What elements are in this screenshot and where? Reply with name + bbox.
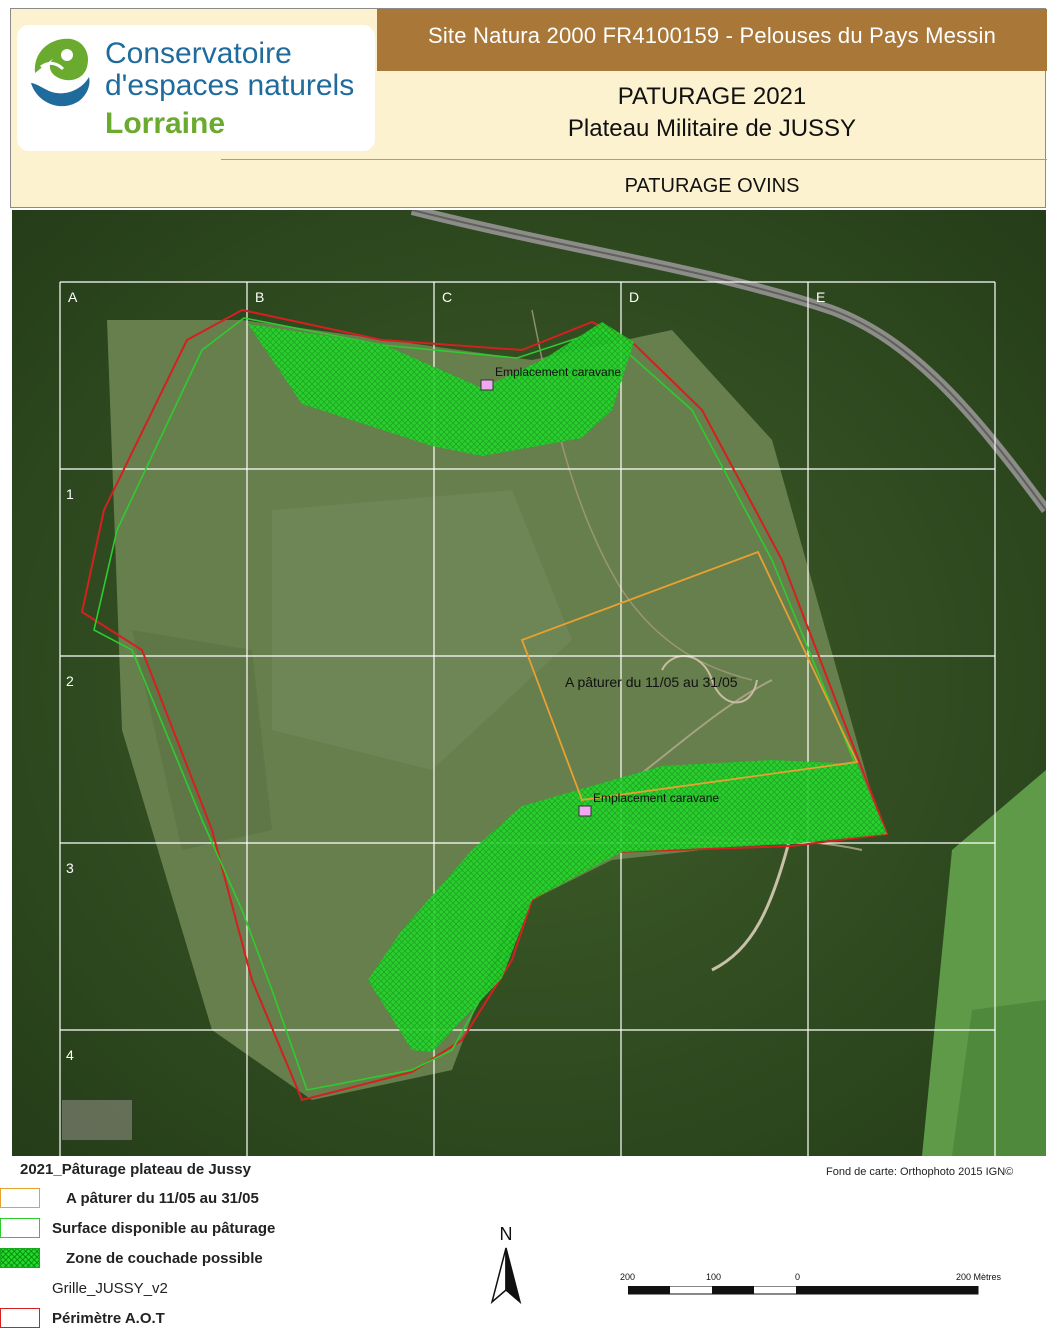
legend-label: Périmètre A.O.T bbox=[52, 1310, 165, 1327]
legend-label: A pâturer du 11/05 au 31/05 bbox=[66, 1190, 259, 1207]
grid-column-label: A bbox=[68, 289, 78, 305]
logo-text-line2: d'espaces naturels bbox=[105, 69, 355, 102]
logo-text-line3: Lorraine bbox=[105, 107, 226, 140]
grid-column-label: D bbox=[629, 289, 639, 305]
logo-emblem-icon bbox=[31, 38, 90, 107]
scale-label: 100 bbox=[706, 1272, 722, 1282]
grid-column-label: B bbox=[255, 289, 264, 305]
organization-logo: Conservatoire d'espaces naturels Lorrain… bbox=[17, 25, 375, 151]
grid-row-label: 2 bbox=[66, 673, 74, 689]
map-credit: Fond de carte: Orthophoto 2015 IGN© bbox=[826, 1166, 1014, 1178]
north-arrow-icon bbox=[490, 1247, 522, 1305]
north-arrow-label: N bbox=[499, 1224, 513, 1244]
scale-bar: 200 100 0 200 Mètres bbox=[618, 1270, 1038, 1300]
scale-bar-graphic bbox=[628, 1286, 979, 1295]
map-title: PATURAGE 2021 bbox=[617, 83, 807, 110]
resting-zone-south bbox=[368, 760, 887, 1052]
legend-item-grid: Grille_JUSSY_v2 bbox=[0, 1278, 320, 1300]
paddock-label: A pâturer du 11/05 au 31/05 bbox=[565, 674, 738, 690]
grid-row-label: 4 bbox=[66, 1047, 74, 1063]
caravan-label-north: Emplacement caravane bbox=[495, 365, 621, 379]
legend-item-available-surface: Surface disponible au pâturage bbox=[0, 1218, 320, 1240]
map-header: Site Natura 2000 FR4100159 - Pelouses du… bbox=[10, 8, 1047, 208]
caravan-site-south bbox=[578, 805, 592, 817]
map-frame: A B C D E 1 2 3 4 Emplacement caravane Emplaceme… bbox=[12, 210, 1046, 1156]
scale-label: 0 bbox=[795, 1272, 801, 1282]
legend-label: Grille_JUSSY_v2 bbox=[52, 1280, 168, 1297]
legend-title: 2021_Pâturage plateau de Jussy bbox=[20, 1161, 251, 1178]
grazing-paddock bbox=[520, 550, 859, 801]
legend-swatch-red bbox=[0, 1308, 40, 1328]
legend-swatch-green bbox=[0, 1218, 40, 1238]
site-title-bar: Site Natura 2000 FR4100159 - Pelouses du… bbox=[377, 9, 1047, 71]
legend-item-perimeter: Périmètre A.O.T bbox=[0, 1308, 320, 1330]
grid-column-label: C bbox=[442, 289, 452, 305]
legend-item-resting-zone: Zone de couchade possible bbox=[0, 1248, 320, 1270]
resting-zone-north bbox=[248, 322, 634, 456]
available-surface bbox=[93, 317, 884, 1091]
scale-label: 200 bbox=[620, 1272, 636, 1282]
legend-swatch-orange bbox=[0, 1188, 40, 1208]
logo-text-line1: Conservatoire bbox=[105, 37, 292, 70]
aerial-photo-background bbox=[12, 210, 1046, 1156]
site-title: Site Natura 2000 FR4100159 - Pelouses du… bbox=[427, 23, 997, 48]
legend-item-grazing-period: A pâturer du 11/05 au 31/05 bbox=[0, 1188, 300, 1210]
caravan-site-north bbox=[480, 379, 494, 391]
north-arrow: N bbox=[488, 1224, 524, 1305]
grid-row-label: 1 bbox=[66, 486, 74, 502]
header-divider bbox=[221, 159, 1047, 160]
grid-column-label: E bbox=[816, 289, 825, 305]
legend-label: Zone de couchade possible bbox=[66, 1250, 263, 1267]
caravan-label-south: Emplacement caravane bbox=[593, 791, 719, 805]
grid-row-label: 3 bbox=[66, 860, 74, 876]
legend-swatch-hatched bbox=[0, 1248, 40, 1268]
scale-label: 200 Mètres bbox=[956, 1272, 1002, 1282]
legend-label: Surface disponible au pâturage bbox=[52, 1220, 276, 1237]
map-title-location: Plateau Militaire de JUSSY bbox=[567, 115, 857, 142]
map-subtitle: PATURAGE OVINS bbox=[624, 175, 800, 197]
